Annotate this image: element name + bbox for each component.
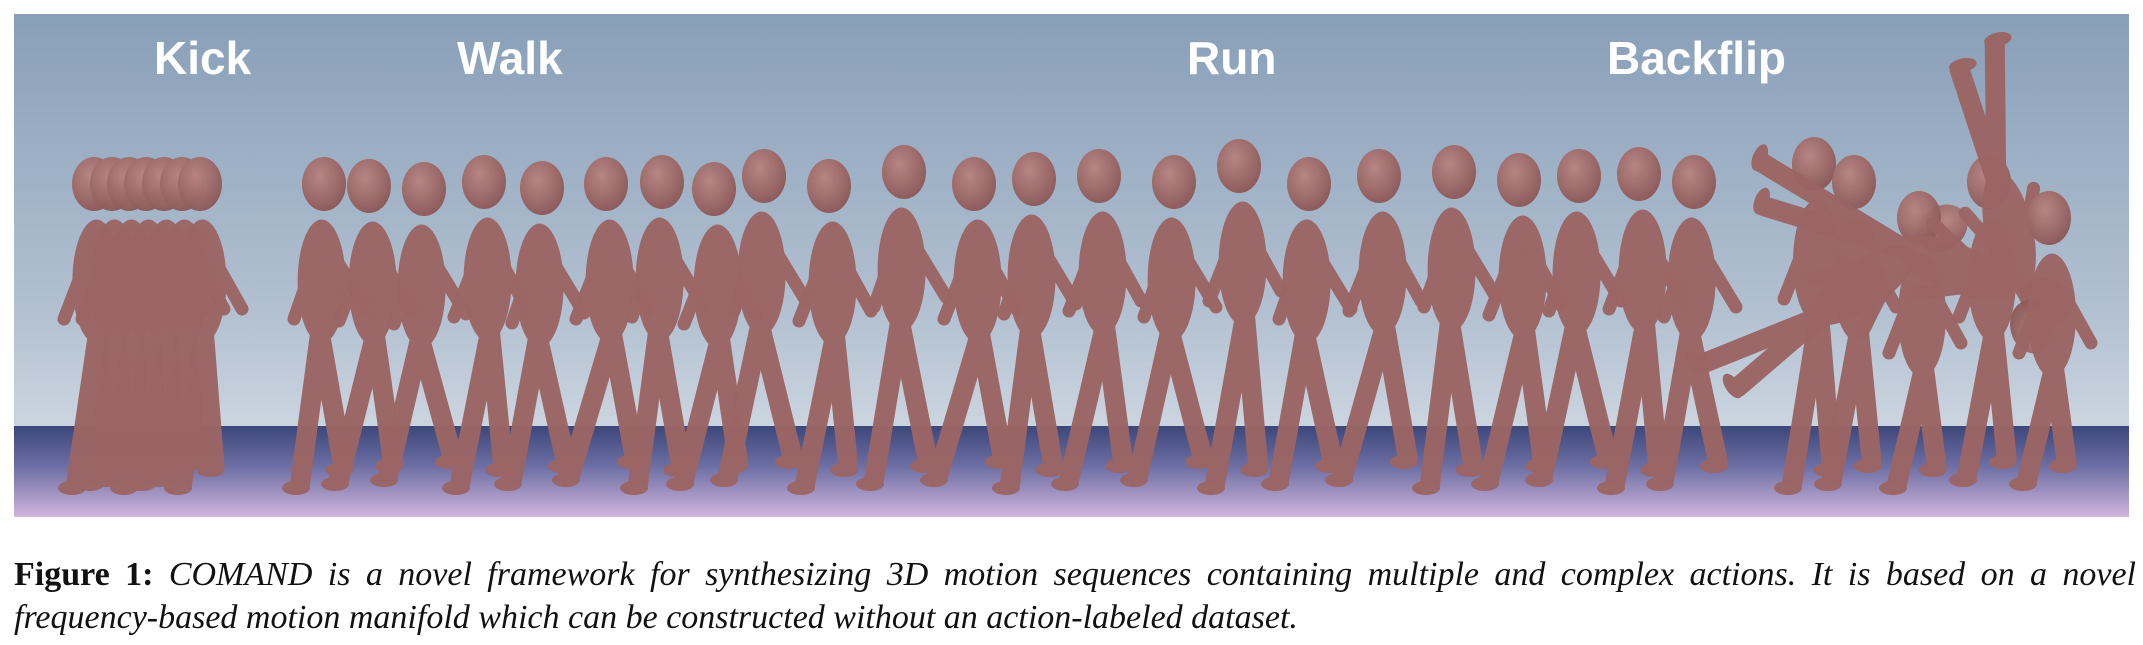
label-run: Run bbox=[1187, 32, 1276, 84]
mannequin-figure bbox=[163, 157, 249, 495]
label-kick: Kick bbox=[154, 32, 252, 84]
mannequin-sequence bbox=[57, 32, 2098, 495]
motion-scene: Kick Walk Run Backflip bbox=[14, 14, 2129, 517]
caption-text: COMAND is a novel framework for synthesi… bbox=[14, 556, 2136, 636]
mannequin-figure bbox=[710, 149, 813, 487]
label-backflip: Backflip bbox=[1607, 32, 1786, 84]
mannequin-figure bbox=[1197, 139, 1288, 495]
mannequin-figure bbox=[1412, 145, 1503, 495]
mannequin-figure bbox=[620, 155, 711, 495]
mannequin-figure bbox=[856, 145, 953, 491]
mannequin-figure bbox=[370, 162, 473, 487]
motion-figure: Kick Walk Run Backflip bbox=[14, 14, 2129, 517]
mannequin-figure bbox=[1325, 149, 1428, 487]
mannequin-figure bbox=[1525, 149, 1628, 487]
mannequin-figure bbox=[1261, 157, 1358, 491]
mannequin-figure bbox=[442, 155, 533, 495]
caption-label: Figure 1: bbox=[14, 556, 154, 593]
mannequin-figure bbox=[1879, 191, 1968, 495]
mannequin-figure bbox=[1051, 149, 1148, 491]
mannequin-figure bbox=[2009, 191, 2098, 491]
mannequin-figure bbox=[321, 159, 418, 491]
mannequin-figure bbox=[992, 152, 1083, 495]
label-walk: Walk bbox=[457, 32, 563, 84]
figure-caption: Figure 1: COMAND is a novel framework fo… bbox=[14, 553, 2136, 639]
mannequin-figure bbox=[787, 159, 878, 495]
